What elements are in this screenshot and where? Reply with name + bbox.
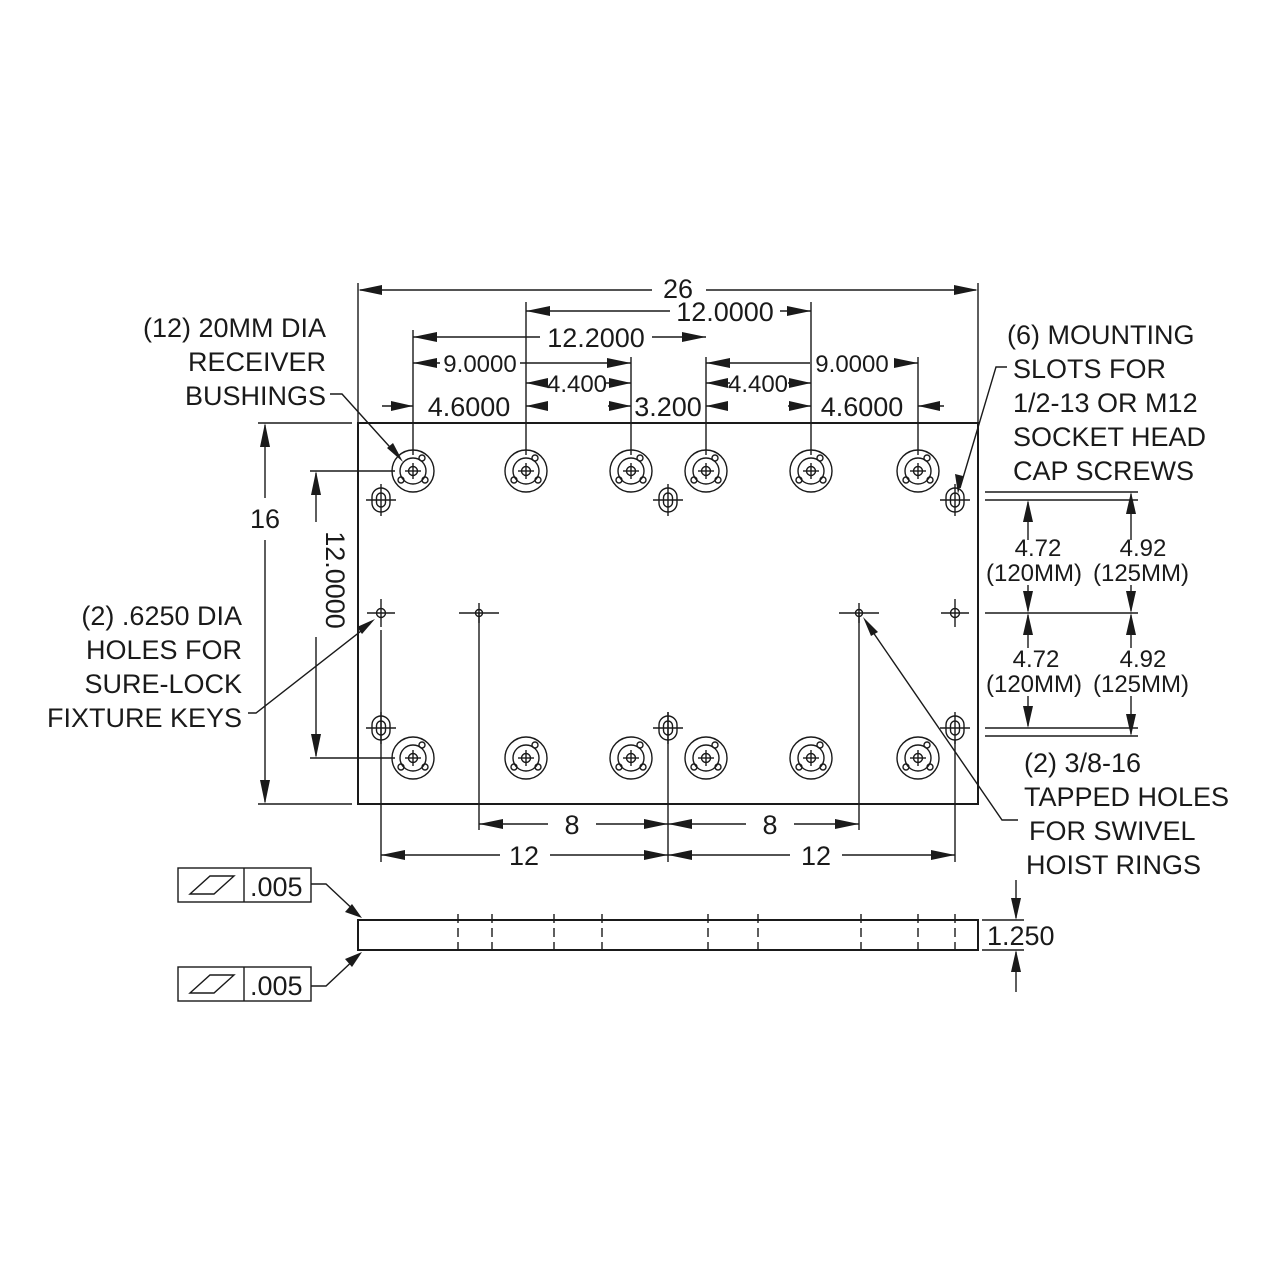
tolerance-frame-bottom: .005 [177,952,362,1002]
dim-bushing-row-span: 12.0000 [526,297,811,327]
callout-keys: (2) .6250 DIA HOLES FOR SURE-LOCK FIXTUR… [47,601,375,733]
dim-text: (125MM) [1093,671,1189,698]
mounting-slot [939,483,971,517]
callout-text: CAP SCREWS [1013,456,1194,486]
dim-text: 4.400 [547,371,607,398]
callout-text: SOCKET HEAD [1013,422,1206,452]
dim-text: 12.0000 [676,297,774,327]
side-view [357,914,979,956]
dim-text: 8 [762,810,777,840]
receiver-bushing [684,449,728,493]
receiver-bushing [896,449,940,493]
callout-text: (2) 3/8-16 [1024,748,1141,778]
mounting-slots [365,483,971,745]
receiver-bushing [609,449,653,493]
mounting-slot [939,711,971,745]
dim-text: (120MM) [986,671,1082,698]
dim-text: 4.72 [1015,535,1062,562]
receiver-bushing [684,736,728,780]
dim-slot-spacing: 4.72 (120MM) 4.92 (125MM) 4.72 (120MM) 4… [985,491,1189,737]
dim-text: 4.92 [1120,535,1167,562]
extension-lines [412,302,919,455]
callout-text: 1/2-13 OR M12 [1013,388,1198,418]
flatness-icon [188,875,236,895]
side-view-plate [357,919,979,951]
dim-text: 16 [250,504,280,534]
callout-text: SURE-LOCK [84,669,242,699]
receiver-bushing [391,736,435,780]
dim-nine-left: 9.0000 [413,351,631,378]
dim-text: 12 [509,841,539,871]
callout-text: (12) 20MM DIA [143,313,326,343]
dim-text: 8 [564,810,579,840]
callout-text: FOR SWIVEL [1029,816,1196,846]
tolerance-value: .005 [250,872,303,902]
dim-text: (125MM) [1093,560,1189,587]
dim-text: 3.200 [634,392,702,422]
tolerance-value: .005 [250,971,303,1001]
dim-text: 12 [801,841,831,871]
callout-slots: (6) MOUNTING SLOTS FOR 1/2-13 OR M12 SOC… [955,320,1206,494]
dim-text: 26 [663,274,693,304]
callout-text: (2) .6250 DIA [81,601,242,631]
dim-text: 1.250 [987,921,1055,951]
dim-nine-right: 9.0000 [706,351,918,378]
dim-text: 4.6000 [428,392,511,422]
receiver-bushing [789,736,833,780]
fixture-key-hole [940,598,970,628]
dim-row-four6: 4.6000 3.200 4.6000 [382,392,944,422]
callout-tapped: (2) 3/8-16 TAPPED HOLES FOR SWIVEL HOIST… [863,617,1229,880]
receiver-bushing [896,736,940,780]
flatness-icon [188,974,236,994]
dim-text: 9.0000 [443,351,516,378]
bushings-bottom-row [391,736,940,780]
callout-text: HOIST RINGS [1026,850,1201,880]
callout-text: RECEIVER [188,347,326,377]
dim-center-span: 12.2000 [413,323,706,353]
dim-bottom: 8 8 12 12 [380,613,956,871]
mounting-slot [365,483,397,517]
callout-text: BUSHINGS [185,381,326,411]
dim-text: 4.6000 [821,392,904,422]
dim-text: (120MM) [986,560,1082,587]
dim-text: 4.400 [728,371,788,398]
receiver-bushing [504,449,548,493]
callout-text: HOLES FOR [86,635,242,665]
mounting-slot [652,483,684,517]
receiver-bushing [504,736,548,780]
callout-text: (6) MOUNTING [1007,320,1194,350]
callout-text: TAPPED HOLES [1024,782,1229,812]
dim-thickness: 1.250 [982,880,1055,992]
callout-text: FIXTURE KEYS [47,703,242,733]
dim-text: 12.0000 [320,531,350,629]
receiver-bushing [789,449,833,493]
callout-text: SLOTS FOR [1013,354,1166,384]
dim-text: 9.0000 [815,351,888,378]
callout-bushings: (12) 20MM DIA RECEIVER BUSHINGS [143,313,403,462]
dim-overall-height: 16 [250,422,352,805]
bushings-top-row [391,449,940,493]
dim-text: 4.92 [1120,646,1167,673]
dim-four4-left: 4.400 [526,371,631,398]
dim-four4-right: 4.400 [706,371,811,398]
dim-vertical-bushing: 12.0000 [310,470,395,759]
tolerance-frame-top: .005 [177,867,362,918]
dim-overall-width: 26 [357,274,979,423]
receiver-bushing [609,736,653,780]
dim-text: 12.2000 [547,323,645,353]
dim-text: 4.72 [1013,646,1060,673]
